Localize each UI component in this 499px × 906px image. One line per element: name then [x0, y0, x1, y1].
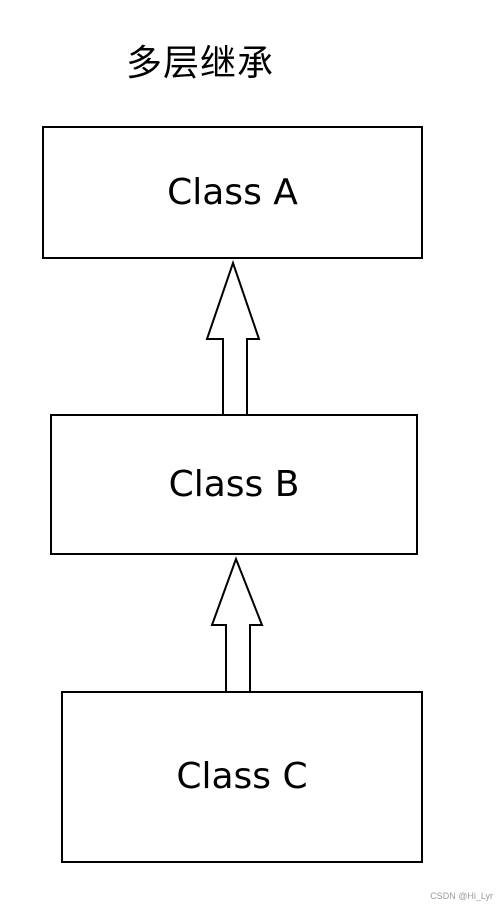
diagram-title: 多层继承	[126, 43, 275, 84]
class-a-label: Class A	[167, 171, 298, 213]
class-b-label: Class B	[168, 463, 300, 505]
inheritance-arrow-b-to-a	[205, 259, 261, 416]
watermark-text: CSDN @Hi_Lyr	[430, 891, 493, 901]
class-c-label: Class C	[176, 756, 308, 797]
inheritance-arrow-c-to-b	[210, 556, 264, 694]
arrow-c-to-b-shape	[210, 556, 264, 694]
class-b-box: Class B	[50, 414, 418, 555]
class-a-box: Class A	[42, 126, 423, 259]
arrow-b-to-a-shape	[205, 259, 261, 416]
class-c-box: Class C	[61, 691, 423, 863]
